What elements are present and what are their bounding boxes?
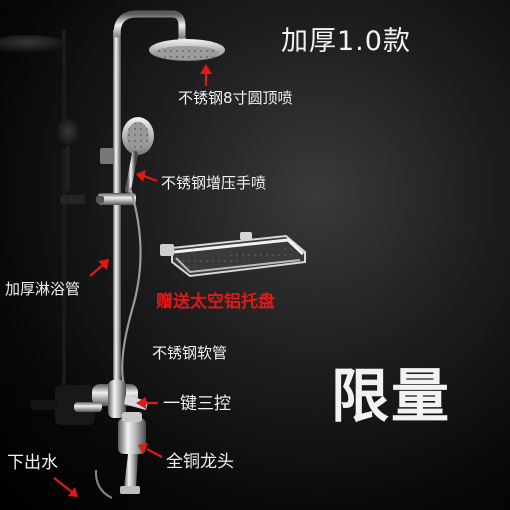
pointer-arrows — [53, 64, 212, 497]
hand-shower — [100, 117, 154, 193]
faucet — [74, 402, 146, 494]
label-valve: 一键三控 — [163, 394, 231, 414]
arrow-thick-pipe-icon — [89, 259, 109, 277]
label-faucet: 全铜龙头 — [166, 452, 234, 472]
slider-bar — [96, 193, 136, 205]
label-outlet: 下出水 — [7, 453, 58, 473]
label-hose: 不锈钢软管 — [152, 344, 228, 362]
aluminum-tray — [160, 232, 306, 278]
arrow-faucet-icon — [138, 443, 163, 458]
arrow-outlet-icon — [53, 477, 78, 497]
label-gift-tray: 赠送太空铝托盘 — [156, 292, 275, 312]
shower-hose — [121, 187, 142, 386]
mixer-valve — [92, 380, 148, 418]
label-top-shower: 不锈钢8寸圆顶喷 — [178, 89, 293, 107]
label-thick-pipe: 加厚淋浴管 — [5, 280, 81, 298]
arrow-hand-shower-icon — [136, 170, 158, 183]
product-title: 加厚1.0款 — [281, 26, 411, 57]
arrow-top-shower-icon — [200, 64, 212, 86]
promo-limited: 限量 — [331, 362, 452, 430]
top-shower-head — [149, 39, 225, 61]
arrow-valve-icon — [136, 397, 158, 409]
outlet-hose — [94, 469, 113, 499]
reflection-shower-set — [0, 30, 95, 425]
label-hand-shower: 不锈钢增压手喷 — [161, 174, 267, 192]
